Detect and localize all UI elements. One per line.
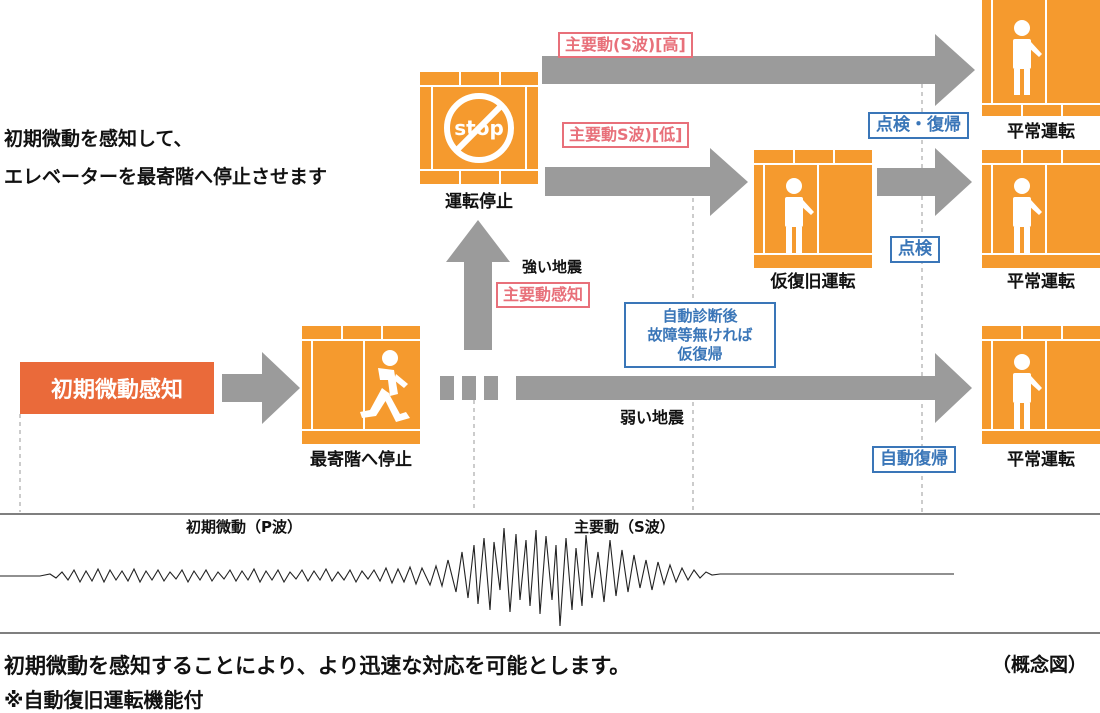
normal-label-middle: 平常運転	[1007, 272, 1075, 292]
inspect-restore-tag: 点検・復帰	[868, 112, 969, 139]
arrow-right-icon	[877, 148, 972, 216]
auto-restore-tag: 自動復帰	[872, 446, 956, 473]
arrow-right-icon	[516, 353, 972, 423]
s-wave-low-tag: 主要動S波)[低]	[562, 122, 690, 148]
seismic-waveform	[0, 527, 954, 627]
arrow-right-icon	[545, 148, 748, 216]
footer-caption: 初期微動を感知することにより、より迅速な対応を可能とします。	[4, 654, 631, 678]
normal-label-top: 平常運転	[1007, 122, 1075, 142]
arrow-right-icon	[542, 34, 975, 106]
s-wave-high-tag: 主要動(S波)[高]	[558, 32, 693, 58]
running-person-icon	[360, 350, 410, 422]
stop-sign-icon	[444, 93, 514, 163]
elevator-stop	[420, 72, 538, 184]
flow-arrows	[222, 34, 975, 424]
weak-quake-text: 弱い地震	[620, 408, 685, 427]
elevator-normal-top	[982, 0, 1100, 116]
footer-feature: ※自動復旧運転機能付	[4, 688, 204, 712]
elevator-temp-restore	[754, 150, 872, 268]
nearest-stop-label: 最寄階へ停止	[310, 450, 412, 470]
arrow-right-icon	[222, 352, 300, 424]
s-wave-label: 主要動（S波）	[574, 518, 675, 536]
normal-label-bottom: 平常運転	[1007, 450, 1075, 470]
stop-word: stop	[454, 116, 504, 140]
intro-line-1: 初期微動を感知して、	[4, 128, 193, 150]
strong-quake-text: 強い地震	[522, 258, 583, 276]
self-diagnosis-box: 自動診断後 故障等無ければ 仮復帰	[624, 302, 776, 369]
self-diagnosis-line-1: 自動診断後	[662, 307, 738, 325]
stop-sign-word: stop	[454, 116, 504, 140]
temp-restore-label: 仮復旧運転	[770, 272, 856, 292]
elevator-normal-middle	[982, 150, 1100, 268]
self-diagnosis-line-3: 仮復帰	[677, 344, 723, 363]
intro-line-2: エレベーターを最寄階へ停止させます	[4, 166, 328, 188]
p-wave-label: 初期微動（P波）	[186, 518, 302, 536]
arrow-up-icon	[446, 220, 510, 350]
elevator-normal-bottom	[982, 326, 1100, 444]
operation-stop-label: 運転停止	[445, 192, 513, 212]
self-diagnosis-line-2: 故障等無ければ	[647, 325, 753, 344]
footer-note: （概念図）	[992, 654, 1088, 676]
elevator-nearest-stop	[302, 326, 420, 444]
inspect-tag: 点検	[890, 236, 940, 263]
strong-quake-tag: 主要動感知	[496, 282, 591, 308]
initial-tremor-detect-box: 初期微動感知	[20, 362, 214, 414]
